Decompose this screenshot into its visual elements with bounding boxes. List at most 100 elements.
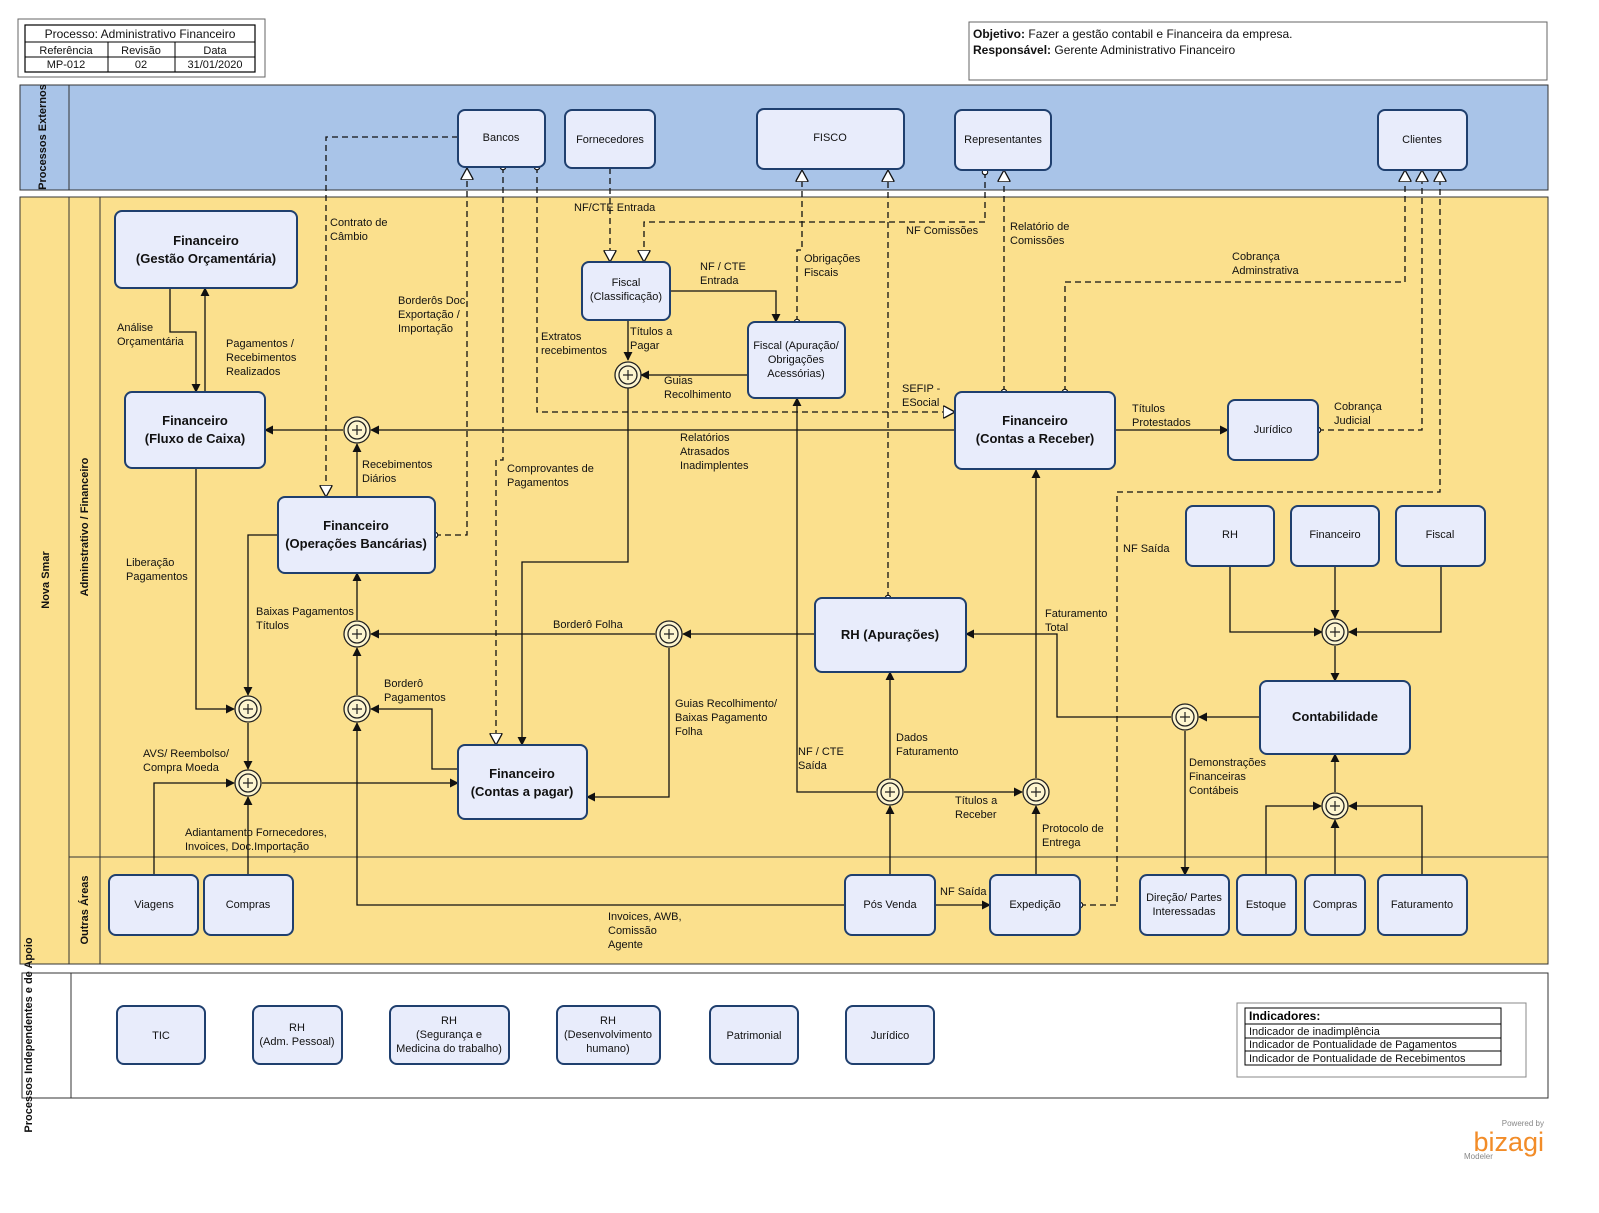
- label-sefip-1: SEFIP -: [902, 383, 941, 395]
- node-compras2-label: Compras: [1313, 899, 1358, 911]
- gateway-avs: [234, 769, 262, 797]
- node-fiscal-class-line2: (Classificação): [590, 291, 662, 303]
- node-faturamento[interactable]: Faturamento: [1377, 874, 1468, 936]
- label-titulos-prot-2: Protestados: [1132, 417, 1191, 429]
- node-fin-caixa[interactable]: Financeiro (Fluxo de Caixa): [124, 391, 266, 469]
- edge-gw-contas-pagar: [517, 388, 629, 746]
- gateway-demonstracoes: [1171, 703, 1199, 731]
- label-nf-cte-entrada-1: NF/CTE Entrada: [574, 202, 656, 214]
- col-revisao: Revisão: [121, 45, 161, 57]
- node-fisco[interactable]: FISCO: [756, 108, 905, 170]
- node-clientes-label: Clientes: [1402, 134, 1442, 146]
- node-financeiro[interactable]: Financeiro: [1290, 505, 1380, 567]
- gateway-folha: [655, 620, 683, 648]
- node-fin-receber-line1: Financeiro: [1002, 413, 1068, 428]
- ref-value: MP-012: [47, 59, 86, 71]
- node-fiscal[interactable]: Fiscal: [1395, 505, 1486, 567]
- svg-text:Objetivo: Fazer a gestão conta: Objetivo: Fazer a gestão contabil e Fina…: [973, 27, 1293, 41]
- node-rh-apuracoes[interactable]: RH (Apurações): [814, 597, 967, 673]
- label-comprovantes-2: Pagamentos: [507, 477, 569, 489]
- node-fin-orc-line2: (Gestão Orçamentária): [136, 251, 276, 266]
- node-fin-contas-pagar[interactable]: Financeiro (Contas a pagar): [457, 744, 588, 820]
- node-expedicao[interactable]: Expedição: [989, 874, 1081, 936]
- node-fiscal-class-line1: Fiscal: [612, 277, 641, 289]
- label-nf-saida-1: NF Saída: [1123, 543, 1170, 555]
- label-obrigacoes-2: Fiscais: [804, 267, 839, 279]
- label-nf-cte-2b: Entrada: [700, 275, 739, 287]
- node-viagens[interactable]: Viagens: [108, 874, 199, 936]
- edge-rh-contab: [1229, 566, 1323, 637]
- label-rel-comissoes-1: Relatório de: [1010, 221, 1069, 233]
- node-pos-venda-label: Pós Venda: [863, 899, 917, 911]
- brand-name: bizagi: [1473, 1127, 1544, 1157]
- label-nf-comissoes: NF Comissões: [906, 225, 979, 237]
- node-fiscal-apuracao[interactable]: Fiscal (Apuração/ Obrigações Acessórias): [747, 321, 846, 399]
- node-juridico[interactable]: Jurídico: [1227, 399, 1319, 461]
- support-rh-seguranca[interactable]: RH (Segurança e Medicina do trabalho): [389, 1005, 510, 1065]
- node-direcao[interactable]: Direção/ Partes Interessadas: [1139, 874, 1230, 936]
- label-titulos-rec-1: Títulos a: [955, 795, 998, 807]
- pool-external-label: Processos Externos: [37, 84, 49, 190]
- node-fiscal-classificacao[interactable]: Fiscal (Classificação): [581, 261, 671, 321]
- edge-invoices: [352, 722, 845, 906]
- svg-text:Responsável: Gerente Administr: Responsável: Gerente Administrativo Fina…: [973, 43, 1235, 57]
- gateway-receber: [1022, 778, 1050, 806]
- node-fin-bancarias[interactable]: Financeiro (Operações Bancárias): [277, 496, 436, 574]
- label-nf-cte-saida-2: Saída: [798, 760, 828, 772]
- label-pagreceb-2: Recebimentos: [226, 352, 297, 364]
- label-cob-jud-1: Cobrança: [1334, 401, 1383, 413]
- node-pos-venda[interactable]: Pós Venda: [844, 874, 936, 936]
- label-protocolo-2: Entrega: [1042, 837, 1081, 849]
- label-relatorios-1: Relatórios: [680, 432, 730, 444]
- node-representantes[interactable]: Representantes: [954, 109, 1052, 171]
- node-clientes[interactable]: Clientes: [1377, 109, 1468, 171]
- support-juridico[interactable]: Jurídico: [845, 1005, 935, 1065]
- pool-main-label: Nova Smar: [40, 551, 52, 609]
- label-titulos-prot-1: Títulos: [1132, 403, 1166, 415]
- edge-comprovantes: [496, 167, 503, 745]
- label-fat-total-2: Total: [1045, 622, 1068, 634]
- node-compras2[interactable]: Compras: [1304, 874, 1366, 936]
- node-fin-pagar-line2: (Contas a pagar): [471, 784, 574, 799]
- node-rh[interactable]: RH: [1185, 505, 1275, 567]
- label-contrato-1: Contrato de: [330, 217, 387, 229]
- node-fisco-label: FISCO: [813, 132, 847, 144]
- label-demonstracoes-1: Demonstrações: [1189, 757, 1267, 769]
- bizagi-logo: Powered by bizagi Modeler: [1464, 1119, 1544, 1161]
- label-nf-cte-2a: NF / CTE: [700, 261, 746, 273]
- node-estoque[interactable]: Estoque: [1236, 874, 1297, 936]
- label-invoices-1: Invoices, AWB,: [608, 911, 682, 923]
- gateways: [234, 361, 1349, 820]
- support-rh-seg-l2: (Segurança e: [416, 1029, 482, 1041]
- support-rh-adm[interactable]: RH (Adm. Pessoal): [252, 1005, 343, 1065]
- gateway-bordero: [343, 695, 371, 723]
- support-rh-desenvolvimento[interactable]: RH (Desenvolvimento humano): [556, 1005, 661, 1065]
- gateway-liberacao: [234, 695, 262, 723]
- node-fornecedores[interactable]: Fornecedores: [564, 109, 656, 169]
- support-tic[interactable]: TIC: [116, 1005, 206, 1065]
- label-obrigacoes-1: Obrigações: [804, 253, 861, 265]
- gateway-titulos: [614, 361, 642, 389]
- support-patrimonial[interactable]: Patrimonial: [709, 1005, 799, 1065]
- header-info-table: Processo: Administrativo Financeiro Refe…: [17, 18, 266, 78]
- label-cob-jud-2: Judicial: [1334, 415, 1371, 427]
- node-bancos[interactable]: Bancos: [457, 109, 546, 168]
- node-faturamento-label: Faturamento: [1391, 899, 1453, 911]
- node-contabilidade[interactable]: Contabilidade: [1259, 680, 1411, 755]
- node-fiscal-label: Fiscal: [1426, 529, 1455, 541]
- support-patrimonial-label: Patrimonial: [726, 1030, 781, 1042]
- node-fin-orcamentaria[interactable]: Financeiro (Gestão Orçamentária): [114, 210, 298, 289]
- node-fin-contas-receber[interactable]: Financeiro (Contas a Receber): [954, 391, 1116, 470]
- label-fat-total-1: Faturamento: [1045, 608, 1107, 620]
- label-guias-baixas-1: Guias Recolhimento/: [675, 698, 778, 710]
- label-cob-admin-1: Cobrança: [1232, 251, 1281, 263]
- node-compras[interactable]: Compras: [203, 874, 294, 936]
